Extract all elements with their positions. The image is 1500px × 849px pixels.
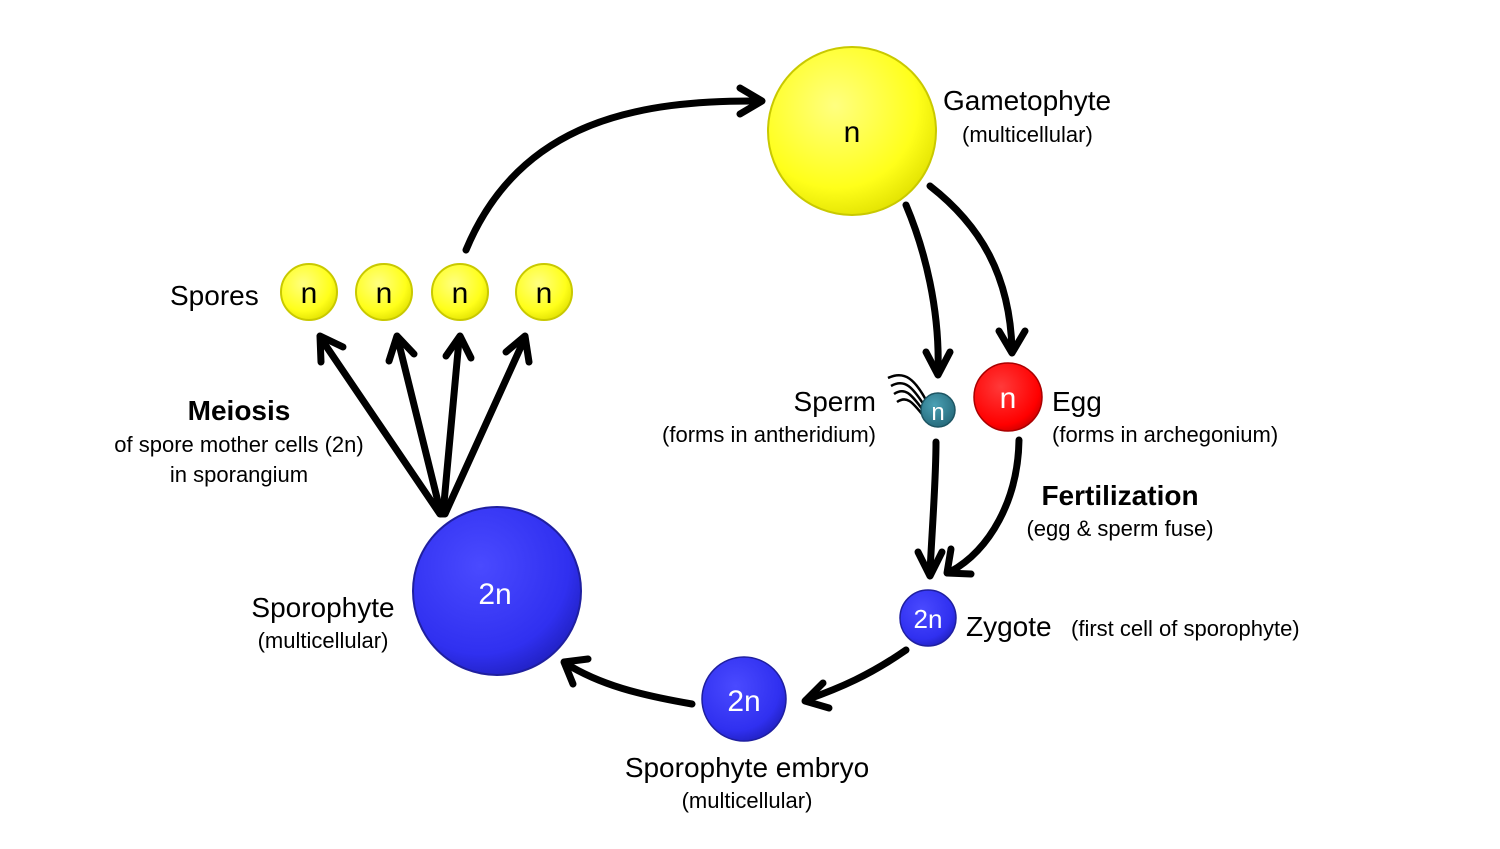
embryo-ploidy: 2n <box>727 685 760 718</box>
egg-label: Egg <box>1052 386 1102 417</box>
arrow-sperm-to-zygote <box>914 438 946 580</box>
sporophyte-ploidy: 2n <box>478 578 511 611</box>
zygote-sublabel: (first cell of sporophyte) <box>1071 616 1300 641</box>
embryo-cell: 2n <box>701 656 787 742</box>
spore-ploidy: n <box>452 277 469 310</box>
spore-ploidy: n <box>376 277 393 310</box>
gametophyte-ploidy: n <box>844 116 861 149</box>
spore-cell: n <box>280 263 338 321</box>
meiosis-title: Meiosis <box>188 395 291 426</box>
spores-label: Spores <box>170 280 259 311</box>
arrows-meiosis-to-spores <box>316 332 533 518</box>
spore-ploidy: n <box>301 277 318 310</box>
sperm-ploidy: n <box>931 399 944 426</box>
arrow-embryo-to-sporophyte <box>560 655 696 708</box>
sporophyte-label: Sporophyte <box>251 592 394 623</box>
sperm-cell: n <box>887 374 956 428</box>
arrow-zygote-to-embryo <box>801 646 910 712</box>
embryo-label: Sporophyte embryo <box>625 752 869 783</box>
spore-cell: n <box>515 263 573 321</box>
arrow-spores-to-gametophyte <box>462 84 766 254</box>
spore-cell: n <box>431 263 489 321</box>
gametophyte-label: Gametophyte <box>943 85 1111 116</box>
embryo-sublabel: (multicellular) <box>682 788 813 813</box>
egg-ploidy: n <box>1000 382 1017 415</box>
egg-cell: n <box>973 362 1043 432</box>
fertilization-title: Fertilization <box>1041 480 1198 511</box>
sperm-label: Sperm <box>794 386 876 417</box>
sperm-sublabel: (forms in antheridium) <box>662 422 876 447</box>
gametophyte-sublabel: (multicellular) <box>962 122 1093 147</box>
meiosis-line1: of spore mother cells (2n) <box>114 432 363 457</box>
zygote-label: Zygote <box>966 611 1052 642</box>
meiosis-line2: in sporangium <box>170 462 308 487</box>
sporophyte-cell: 2n <box>412 506 582 676</box>
egg-sublabel: (forms in archegonium) <box>1052 422 1278 447</box>
spore-cell: n <box>355 263 413 321</box>
fertilization-sublabel: (egg & sperm fuse) <box>1026 516 1213 541</box>
gametophyte-cell: n <box>767 46 937 216</box>
zygote-cell: 2n <box>899 589 957 647</box>
zygote-ploidy: 2n <box>914 604 943 634</box>
arrow-egg-to-zygote <box>943 436 1023 578</box>
sporophyte-sublabel: (multicellular) <box>258 628 389 653</box>
arrow-gametophyte-to-egg <box>926 182 1029 357</box>
spore-ploidy: n <box>536 277 553 310</box>
arrow-gametophyte-to-sperm <box>902 201 954 379</box>
